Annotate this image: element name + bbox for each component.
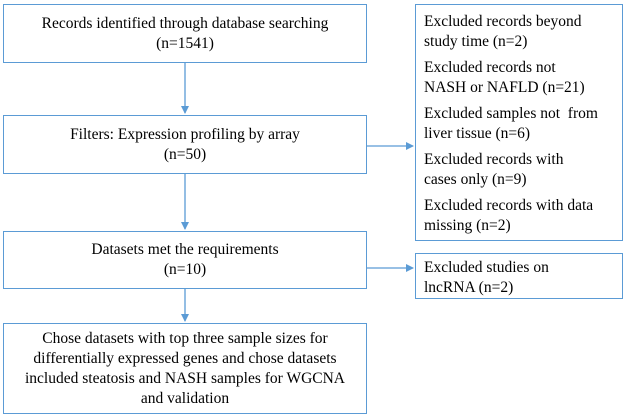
datasets-requirements-label: Datasets met the requirements — [91, 241, 279, 258]
excluded-lncrna-line: lncRNA (n=2) — [424, 279, 514, 296]
excluded-item-line: Excluded records with — [424, 151, 564, 168]
excluded-item-line: study time (n=2) — [424, 33, 528, 50]
records-identified-label: Records identified through database sear… — [41, 14, 329, 32]
chosen-datasets-line: and validation — [140, 389, 230, 407]
excluded-item-cases-only: Excluded records with cases only (n=9) — [424, 150, 614, 190]
excluded-item-not-nash: Excluded records not NASH or NAFLD (n=21… — [424, 58, 614, 98]
records-identified-count: (n=1541) — [156, 34, 214, 52]
excluded-item-line: Excluded records beyond — [424, 13, 582, 30]
chosen-datasets-line: included steatosis and NASH samples for … — [24, 369, 345, 387]
excluded-item-line: Excluded records with data — [424, 197, 594, 214]
excluded-item-not-liver: Excluded samples not from liver tissue (… — [424, 104, 614, 144]
excluded-item-line: Excluded samples not from — [424, 105, 598, 122]
filters-box: Filters: Expression profiling by array (… — [3, 115, 367, 174]
excluded-item-line: Excluded records not — [424, 59, 556, 76]
excluded-item-line: liver tissue (n=6) — [424, 125, 531, 142]
chosen-datasets-line: differentially expressed genes and chose… — [33, 349, 337, 367]
excluded-item-line: cases only (n=9) — [424, 171, 527, 188]
chosen-datasets-box: Chose datasets with top three sample siz… — [3, 323, 367, 414]
filters-count: (n=50) — [163, 145, 207, 163]
excluded-item-study-time: Excluded records beyond study time (n=2) — [424, 12, 614, 52]
excluded-records-box: Excluded records beyond study time (n=2)… — [415, 4, 623, 241]
datasets-requirements-count: (n=10) — [163, 261, 207, 278]
excluded-item-data-missing: Excluded records with data missing (n=2) — [424, 196, 614, 236]
datasets-requirements-box: Datasets met the requirements (n=10) — [3, 231, 367, 289]
excluded-item-line: missing (n=2) — [424, 217, 511, 234]
excluded-item-line: NASH or NAFLD (n=21) — [424, 79, 585, 96]
excluded-lncrna-box: Excluded studies on lncRNA (n=2) — [415, 253, 623, 299]
chosen-datasets-line: Chose datasets with top three sample siz… — [42, 329, 328, 347]
excluded-lncrna-line: Excluded studies on — [424, 259, 549, 276]
records-identified-box: Records identified through database sear… — [3, 4, 367, 63]
filters-label: Filters: Expression profiling by array — [70, 125, 300, 143]
